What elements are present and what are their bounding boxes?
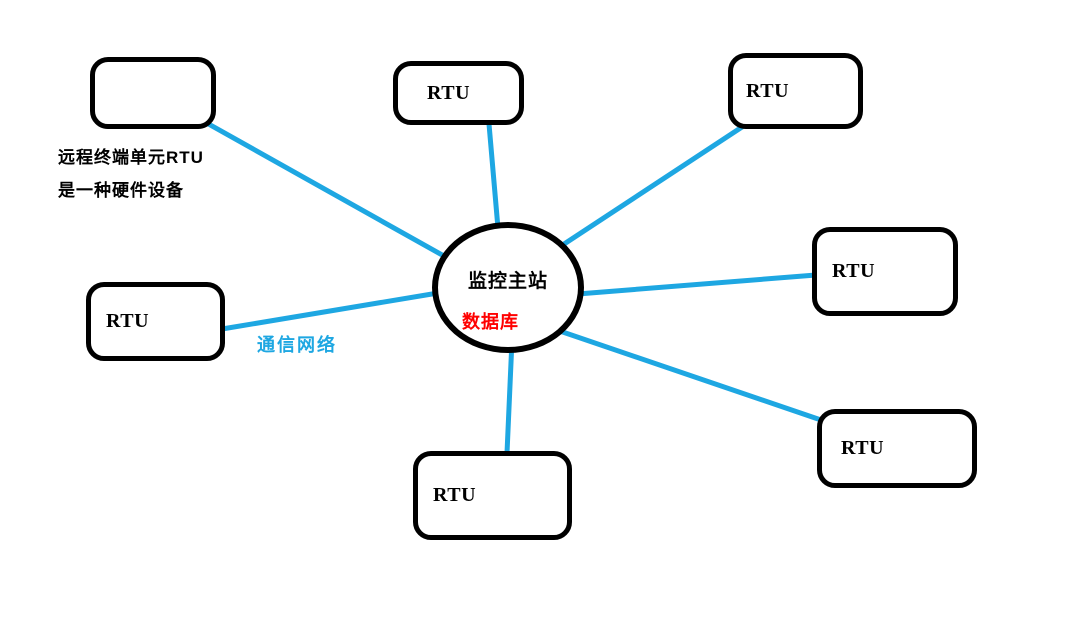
master-station-node: 监控主站 数据库 (432, 222, 584, 353)
connection-line-top (486, 121, 502, 243)
communication-network-label: 通信网络 (257, 335, 337, 355)
rtu-box-label: RTU (433, 484, 477, 506)
rtu-box-top-right: RTU (728, 53, 863, 129)
rtu-box-top: RTU (393, 61, 524, 125)
rtu-box-label: RTU (832, 260, 876, 282)
master-station-title: 监控主站 (467, 271, 548, 292)
rtu-box-right: RTU (812, 227, 958, 316)
connection-line-top-right (552, 124, 745, 253)
connection-line-bottom-right (545, 324, 824, 423)
rtu-box-label: RTU (427, 81, 471, 104)
rtu-annotation-note: 远程终端单元RTU 是一种硬件设备 (58, 141, 204, 207)
connection-line-right (562, 272, 819, 298)
rtu-box-label: RTU (106, 310, 150, 332)
rtu-box-top-left (90, 57, 216, 129)
connection-line-left (219, 288, 453, 332)
rtu-box-bottom-right: RTU (817, 409, 977, 488)
rtu-box-bottom: RTU (413, 451, 572, 540)
rtu-box-left: RTU (86, 282, 225, 361)
connection-line-top-left (202, 119, 463, 268)
rtu-box-label: RTU (841, 437, 885, 459)
rtu-annotation-line1: 远程终端单元RTU (58, 148, 204, 167)
rtu-annotation-line2: 是一种硬件设备 (58, 181, 184, 200)
rtu-box-label: RTU (746, 79, 790, 102)
connection-line-bottom (504, 337, 515, 456)
database-label: 数据库 (462, 312, 519, 332)
